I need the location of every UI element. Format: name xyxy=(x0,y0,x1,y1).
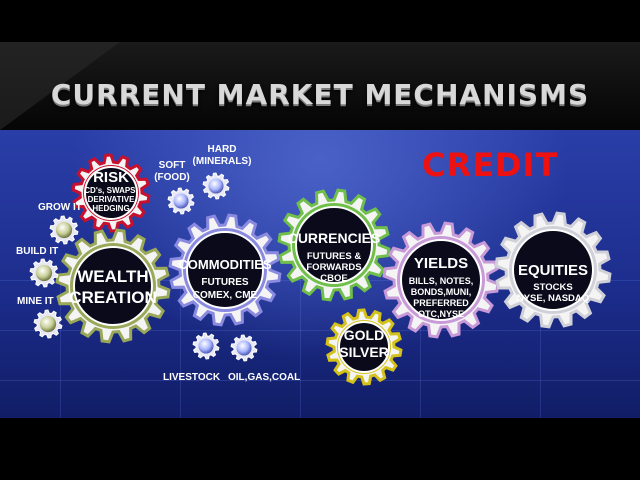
risk-line: HEDGING xyxy=(92,204,129,213)
mine-it-label: MINE IT xyxy=(17,296,54,307)
credit-label: CREDIT xyxy=(422,146,559,184)
risk-line: DERIVATIVE xyxy=(88,195,135,204)
minerals-label: (MINERALS) xyxy=(193,156,252,167)
grid-line xyxy=(60,270,61,418)
currencies-gear xyxy=(277,188,391,302)
mine-it-gear-icon xyxy=(33,309,63,339)
slide-title: CURRENT MARKET MECHANISMS xyxy=(50,78,590,111)
commodities-line: FUTURES xyxy=(201,277,249,288)
wealth-line: CREATION xyxy=(69,288,157,307)
build-it-gear-icon xyxy=(29,258,59,288)
currencies-line: FORWARDS xyxy=(306,262,361,273)
equities-title: EQUITIES xyxy=(518,262,588,279)
grid-line xyxy=(0,380,640,381)
wealth-line: WEALTH xyxy=(77,267,148,286)
soft-label: SOFT xyxy=(159,160,186,171)
grow-it-label: GROW IT xyxy=(38,202,82,213)
risk-gear xyxy=(71,153,151,233)
yields-line: PREFERRED xyxy=(413,298,469,308)
grow-it-gear-icon xyxy=(49,215,79,245)
oil-gas-coal-gear-icon xyxy=(230,334,258,362)
food-label: (FOOD) xyxy=(154,172,190,183)
equities-line: NYSE, NASDAQ xyxy=(517,293,589,304)
yields-gear xyxy=(382,221,500,339)
hard-label: HARD xyxy=(208,144,237,155)
gold-silver-gear xyxy=(325,308,403,386)
commodities-line: COMEX, CME xyxy=(193,290,258,301)
yields-title: YIELDS xyxy=(414,255,468,272)
risk-title: RISK xyxy=(93,169,129,186)
grid-line xyxy=(180,270,181,418)
oil-gas-coal-label: OIL,GAS,COAL xyxy=(228,372,300,383)
risk-line: CD's, SWAPS, xyxy=(84,186,137,195)
grid-line xyxy=(300,270,301,418)
equities-gear xyxy=(494,211,612,329)
build-it-label: BUILD IT xyxy=(16,246,58,257)
yields-line: BILLS, NOTES, xyxy=(409,276,474,286)
title-band-accent xyxy=(0,42,120,130)
wealth-creation-gear xyxy=(55,228,171,344)
grid-line xyxy=(0,330,640,331)
grid-line xyxy=(420,270,421,418)
yields-line: OTC,NYSE xyxy=(418,309,464,319)
commodities-gear xyxy=(168,213,282,327)
livestock-gear-icon xyxy=(192,332,220,360)
equities-line: STOCKS xyxy=(533,282,572,293)
yields-line: BONDS,MUNI, xyxy=(411,287,472,297)
grid-line xyxy=(540,270,541,418)
livestock-label: LIVESTOCK xyxy=(163,372,221,383)
soft-food-gear-icon xyxy=(167,187,195,215)
hard-minerals-gear-icon xyxy=(202,172,230,200)
gold-line: SILVER xyxy=(339,344,389,360)
gold-line: GOLD xyxy=(344,327,384,343)
currencies-title: CURRENCIES xyxy=(288,230,381,246)
commodities-title: COMMODITIES xyxy=(178,257,271,272)
currencies-line: CBOE xyxy=(320,273,347,284)
currencies-line: FUTURES & xyxy=(307,251,362,262)
